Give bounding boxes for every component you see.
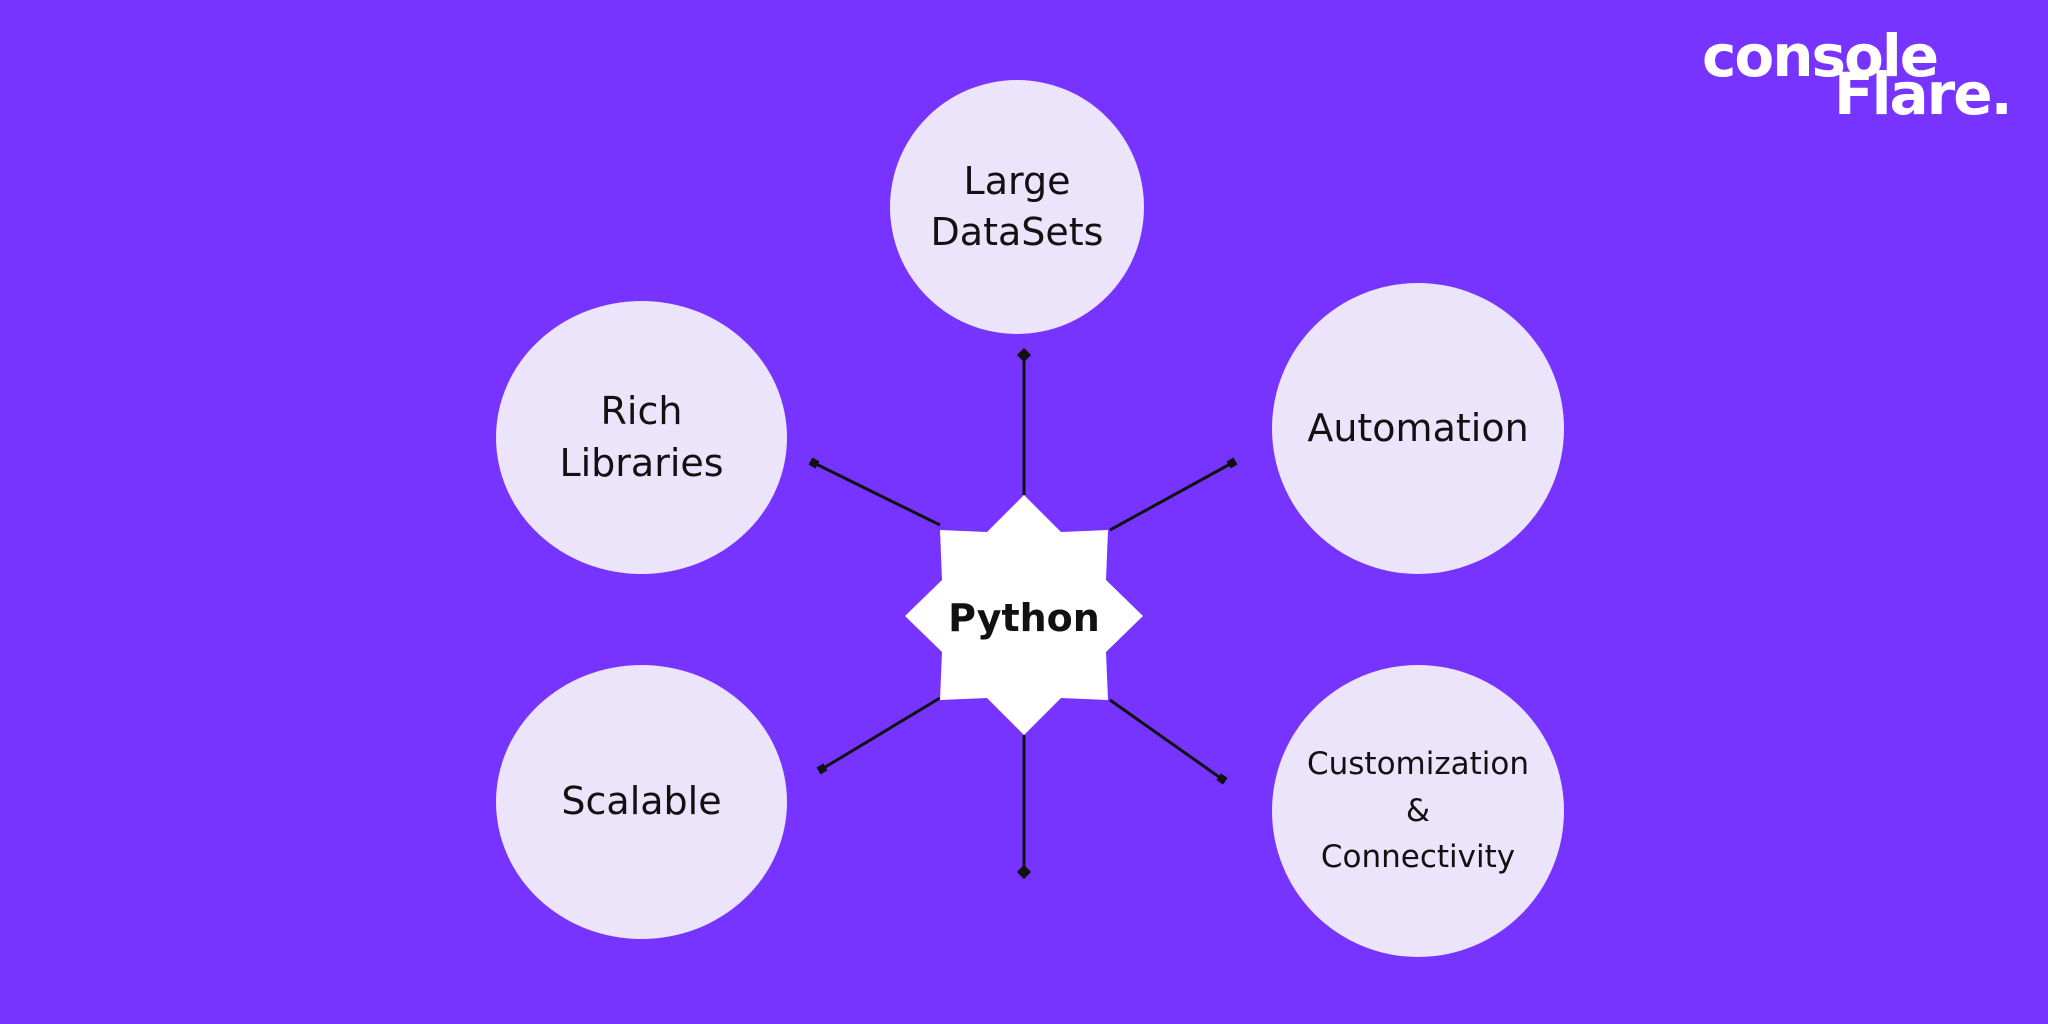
- node-customization-connectivity: Customization & Connectivity: [1272, 665, 1564, 957]
- connector-end-large-datasets: [1016, 347, 1032, 363]
- connector-end-customization: [1216, 773, 1228, 785]
- node-customization-line1: Customization: [1306, 746, 1530, 783]
- connector-end-rich-libraries: [808, 457, 820, 469]
- node-large-datasets: Large DataSets: [890, 80, 1144, 334]
- logo-text-line1: console: [1702, 22, 1939, 90]
- node-rich-libraries: Rich Libraries: [496, 301, 787, 574]
- node-large-datasets-line2: DataSets: [930, 210, 1104, 254]
- node-automation-line1: Automation: [1307, 405, 1529, 450]
- connector-end-bottom: [1016, 864, 1032, 880]
- node-customization-line2: &: [1405, 792, 1431, 829]
- connector-automation: [1109, 461, 1233, 532]
- node-customization-line3: Connectivity: [1320, 839, 1516, 876]
- connector-customization: [1109, 698, 1223, 781]
- node-rich-libraries-line1: Rich: [600, 389, 683, 434]
- connector-end-automation: [1226, 457, 1238, 469]
- node-scalable-line1: Scalable: [561, 779, 722, 824]
- node-large-datasets-line1: Large: [963, 158, 1071, 203]
- node-scalable: Scalable: [496, 665, 787, 939]
- consoleflare-logo: console Flare.: [1700, 8, 2013, 130]
- logo-text-line2: Flare.: [1834, 60, 2013, 128]
- connector-scalable: [821, 696, 941, 771]
- python-center-label: Python: [948, 596, 1100, 640]
- connector-end-scalable: [816, 763, 828, 775]
- python-star-shape: [905, 495, 1143, 735]
- node-automation: Automation: [1272, 283, 1564, 574]
- connector-rich-libraries: [813, 461, 941, 527]
- node-rich-libraries-line2: Libraries: [559, 440, 724, 485]
